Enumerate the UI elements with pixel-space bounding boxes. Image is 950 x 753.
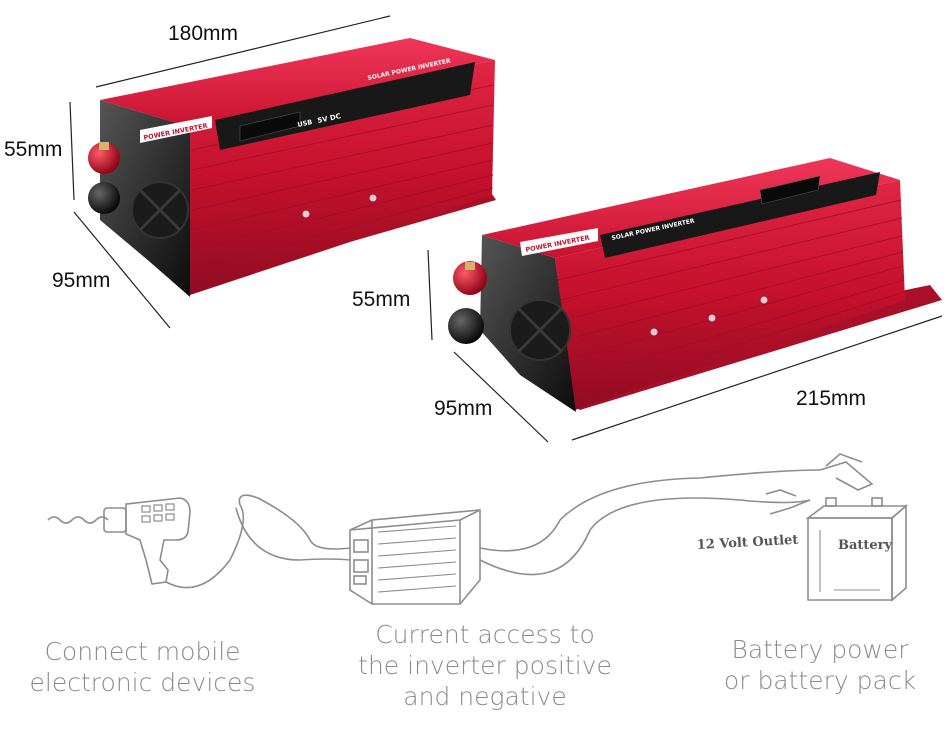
drill-sketch xyxy=(47,497,245,589)
caption-inverter-line-2: the inverter positive xyxy=(358,651,612,680)
large-height-label: 55mm xyxy=(352,288,410,311)
battery-sketch xyxy=(805,497,909,602)
negative-terminal xyxy=(88,182,120,214)
caption-inverter-line-1: Current access to xyxy=(375,620,595,649)
caption-devices-line-1: Connect mobile xyxy=(44,637,241,666)
connection-sketch xyxy=(47,453,909,605)
caption-devices-line-2: electronic devices xyxy=(29,668,256,697)
caption-devices: Connect mobile electronic devices xyxy=(10,636,275,698)
small-length-label: 180mm xyxy=(168,22,238,45)
caption-battery: Battery power or battery pack xyxy=(700,634,940,696)
caption-battery-line-2: or battery pack xyxy=(723,666,917,695)
positive-terminal-large xyxy=(453,261,487,295)
battery-label: Battery xyxy=(838,538,893,553)
small-dimension-lines xyxy=(69,15,391,329)
negative-terminal-large xyxy=(448,308,484,344)
large-inverter: POWER INVERTER SOLAR POWER INVERTER xyxy=(448,158,942,412)
large-width-label: 95mm xyxy=(434,397,492,420)
caption-inverter-line-3: and negative xyxy=(403,682,567,711)
small-height-label: 55mm xyxy=(4,138,62,161)
caption-battery-line-1: Battery power xyxy=(731,635,909,664)
large-dimension-lines xyxy=(427,249,943,443)
positive-terminal xyxy=(88,142,120,174)
outlet-label: 12 Volt Outlet xyxy=(696,533,798,553)
inverter-sketch xyxy=(349,509,481,605)
caption-inverter: Current access to the inverter positive … xyxy=(340,619,630,712)
small-inverter: POWER INVERTER SOLAR POWER INVERTER USB … xyxy=(88,38,496,297)
small-width-label: 95mm xyxy=(52,269,110,292)
usb-label: USB xyxy=(297,118,313,129)
large-length-label: 215mm xyxy=(796,387,866,410)
